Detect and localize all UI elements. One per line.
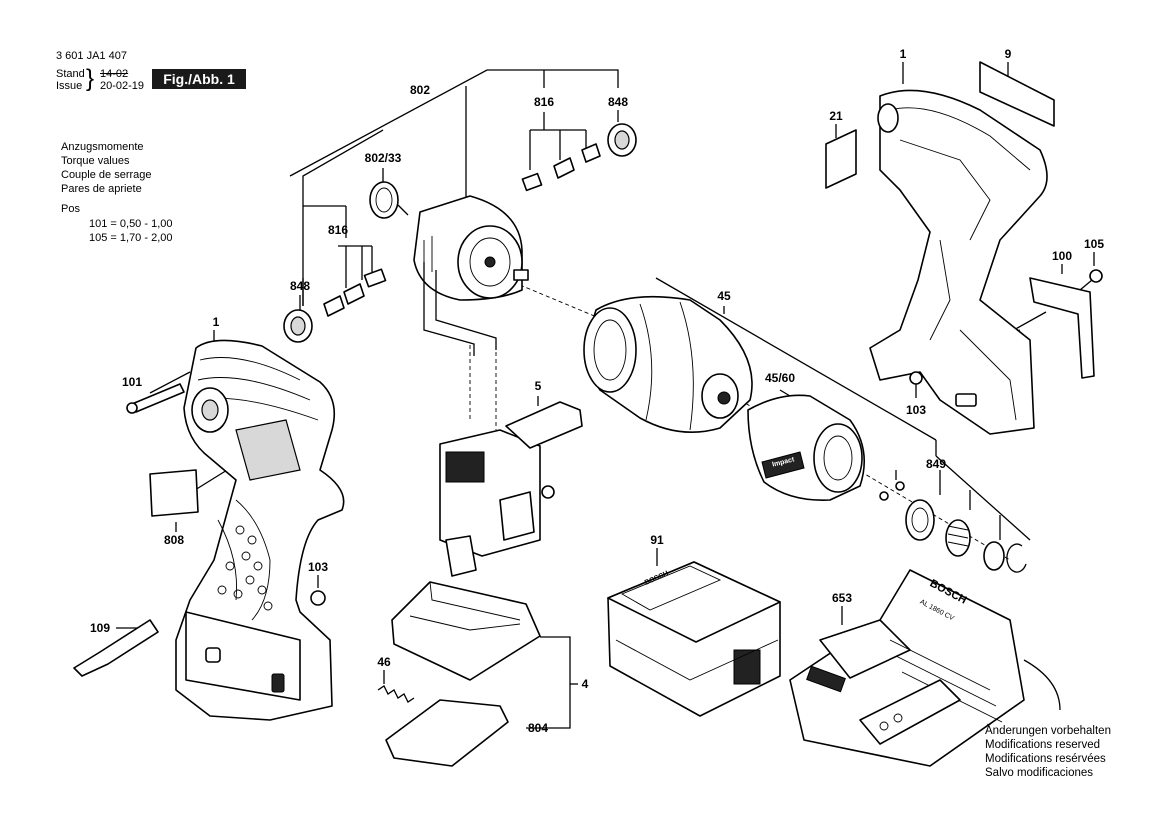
part-label-1-left: 1 [212,315,220,329]
part-label-816-top: 816 [533,95,555,109]
belt-clip-100 [1029,277,1095,379]
part-label-804: 804 [527,721,549,735]
contact-plate-804 [385,699,509,767]
brush-set-816-left [323,268,387,317]
part-label-848-top: 848 [607,95,629,109]
part-label-4: 4 [581,677,589,691]
part-label-45: 45 [717,289,731,303]
cap-848-left [283,309,313,343]
torque-line-en: Torque values [61,155,130,167]
part-label-105: 105 [1083,237,1105,251]
label-808 [149,469,199,517]
screw-101 [126,383,185,414]
part-label-45-60: 45/60 [764,371,796,385]
cap-848-top [607,123,637,157]
housing-right [869,89,1048,435]
charger-653 [789,569,1061,767]
part-label-1-right: 1 [899,47,907,61]
spring-set-849 [879,481,1027,573]
part-label-849: 849 [925,457,947,471]
note-es: Salvo modificaciones [985,767,1094,779]
nut-103-right [909,371,923,385]
part-label-109: 109 [89,621,111,635]
pos-label: Pos [61,203,80,215]
part-label-848-left: 848 [289,279,311,293]
brace-icon: } [86,65,95,92]
torque-value-101: 101 = 0,50 - 1,00 [89,218,173,230]
revision-new: 20-02-19 [100,80,145,92]
part-label-802: 802 [409,83,431,97]
grip-dots [217,525,273,611]
footer-notes: Änderungen vorbehalten Modifications res… [985,724,1111,780]
torque-value-105: 105 = 1,70 - 2,00 [89,232,173,244]
note-en: Modifications reserved [985,739,1101,751]
sleeve-45-60 [747,394,866,501]
issue-label: Issue [56,80,83,92]
note-fr: Modifications resérvées [985,753,1106,765]
torque-line-es: Pares de apriete [61,183,142,195]
brush-set-816-top [521,143,601,192]
trigger-cover-5 [505,401,583,449]
torque-heading: Anzugsmomente Torque values Couple de se… [61,140,152,196]
switch-assembly [391,429,555,681]
revision-old: 14-02 [100,68,129,80]
stand-label: Stand [56,68,85,80]
part-label-816-left: 816 [327,223,349,237]
bit-109 [73,619,159,677]
battery-91 [607,561,781,717]
label-21 [825,129,857,189]
part-label-100: 100 [1051,249,1073,263]
part-label-103-right: 103 [905,403,927,417]
torque-line-de: Anzugsmomente [61,141,144,153]
part-label-802-33: 802/33 [364,151,402,165]
part-label-9: 9 [1004,47,1012,61]
part-label-103-left: 103 [307,560,329,574]
spring-46 [377,685,415,703]
part-label-21: 21 [829,109,843,123]
part-label-5: 5 [534,379,542,393]
part-label-101: 101 [121,375,143,389]
figure-label: Fig./Abb. 1 [152,69,246,89]
housing-left [175,339,345,721]
motor-802 [413,195,529,356]
screw-105 [1079,269,1103,291]
gear-housing-45 [583,295,753,433]
label-9 [979,61,1055,127]
part-label-91: 91 [650,533,664,547]
ring-802-33 [369,181,399,219]
document-number: 3 601 JA1 407 [56,50,127,62]
part-label-653: 653 [831,591,853,605]
torque-line-fr: Couple de serrage [61,169,152,181]
note-de: Änderungen vorbehalten [985,725,1111,737]
nut-103-left [310,590,326,606]
part-label-46: 46 [377,655,391,669]
part-label-808: 808 [163,533,185,547]
